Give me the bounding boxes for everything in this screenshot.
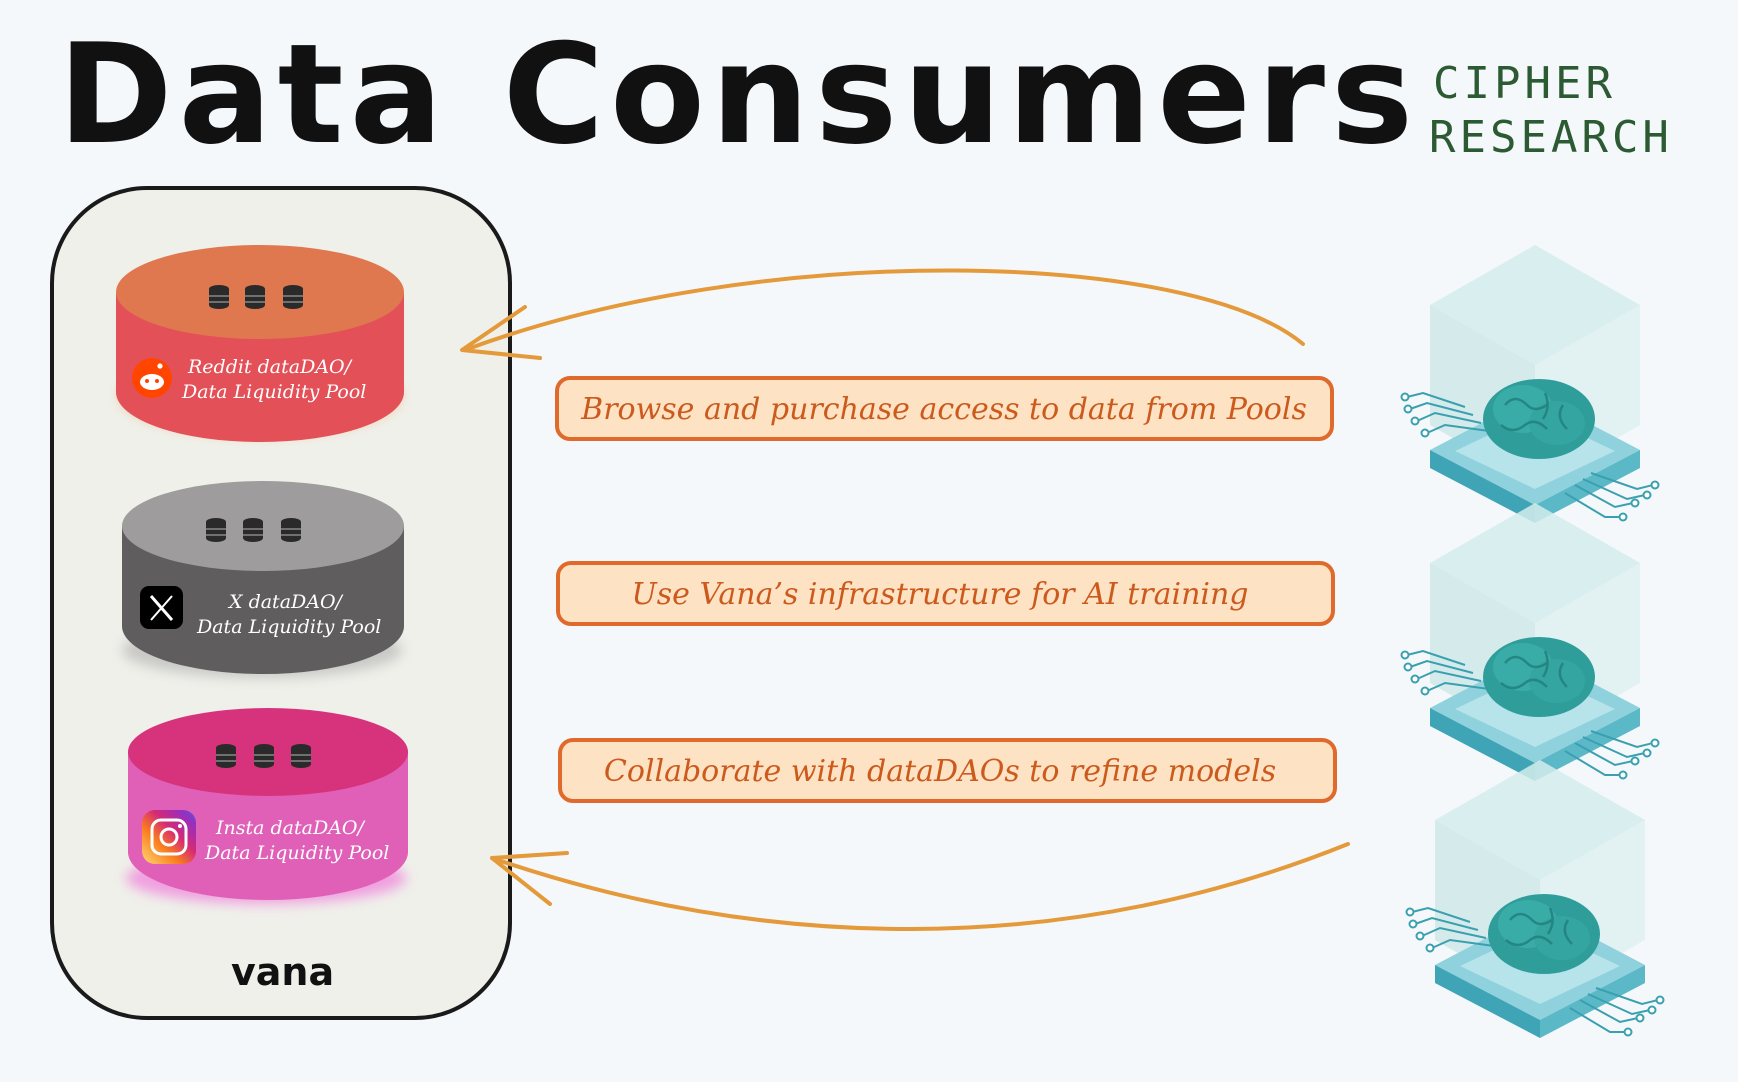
brand-research: RESEARCH xyxy=(1429,112,1673,163)
ai-chip-brain-icon xyxy=(1405,758,1665,1040)
ai-chip-brain-icon xyxy=(1400,243,1660,525)
vana-logo: vana xyxy=(231,950,334,994)
pool-x[interactable]: X dataDAO/ Data Liquidity Pool xyxy=(122,481,404,678)
database-icon xyxy=(215,743,237,769)
pool-reddit[interactable]: Reddit dataDAO/ Data Liquidity Pool xyxy=(116,245,404,442)
action-box-collaborate: Collaborate with dataDAOs to refine mode… xyxy=(558,738,1337,803)
action-browse-text: Browse and purchase access to data from … xyxy=(580,392,1307,427)
reddit-icon xyxy=(132,358,172,398)
action-infrastructure-text: Use Vana’s infrastructure for AI trainin… xyxy=(631,577,1248,612)
database-icon xyxy=(244,284,266,310)
pool-insta-label-line1: Insta dataDAO/ xyxy=(215,817,365,839)
database-icon xyxy=(253,743,275,769)
pool-x-label-line2: Data Liquidity Pool xyxy=(196,616,381,638)
pool-insta[interactable]: Insta dataDAO/ Data Liquidity Pool xyxy=(126,708,408,904)
ai-chip-brain-icon xyxy=(1400,501,1660,783)
arrow-bottom-head xyxy=(490,851,569,906)
page-title: Data Consumers xyxy=(58,14,1419,175)
database-icon xyxy=(205,517,227,543)
action-collaborate-text: Collaborate with dataDAOs to refine mode… xyxy=(604,754,1276,789)
arrow-bottom-curve xyxy=(490,842,1350,931)
action-box-infrastructure: Use Vana’s infrastructure for AI trainin… xyxy=(556,561,1335,626)
pool-insta-label-line2: Data Liquidity Pool xyxy=(204,842,389,864)
action-box-browse: Browse and purchase access to data from … xyxy=(555,376,1334,441)
database-icon xyxy=(280,517,302,543)
brand-cipher: CIPHER xyxy=(1433,58,1616,109)
database-icon xyxy=(208,284,230,310)
database-icon xyxy=(282,284,304,310)
x-icon xyxy=(140,586,183,629)
arrow-top-curve xyxy=(463,268,1305,352)
arrow-top-head xyxy=(460,305,542,360)
pool-reddit-label-line2: Data Liquidity Pool xyxy=(181,381,366,403)
database-icon xyxy=(290,743,312,769)
pool-reddit-label-line1: Reddit dataDAO/ xyxy=(187,356,353,378)
pool-x-label-line1: X dataDAO/ xyxy=(227,591,344,613)
database-icon xyxy=(242,517,264,543)
instagram-icon xyxy=(142,810,196,864)
